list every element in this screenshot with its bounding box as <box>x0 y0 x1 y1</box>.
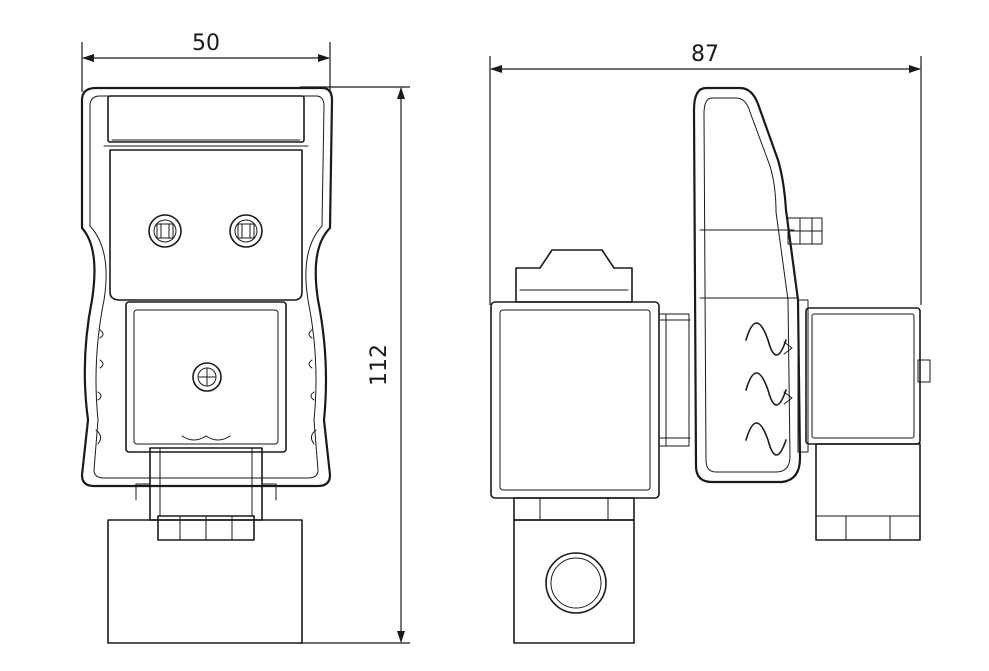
dimension-width-front: 50 <box>81 31 331 92</box>
front-control-panel <box>109 149 303 301</box>
side-right-valve-body <box>815 443 921 541</box>
front-coil-box <box>125 301 287 453</box>
dimension-label-87: 87 <box>691 42 719 67</box>
side-view <box>490 86 931 644</box>
side-valve-body <box>513 519 635 644</box>
front-housing-outline <box>80 86 334 488</box>
side-right-coil <box>805 307 921 445</box>
front-view <box>80 86 334 644</box>
front-connector-screw <box>192 362 222 392</box>
side-timer-housing <box>692 86 802 484</box>
dimension-label-112: 112 <box>367 344 392 386</box>
side-coil-cap <box>515 249 633 303</box>
side-clip-connector <box>787 217 823 245</box>
front-knob-right <box>229 214 263 248</box>
front-valve-neck <box>149 447 263 521</box>
dimension-height: 112 <box>300 86 410 644</box>
dimension-label-50: 50 <box>192 31 220 56</box>
front-display-window <box>107 95 305 143</box>
side-coil-block <box>490 301 660 499</box>
front-valve-body <box>107 519 303 644</box>
dimension-width-side: 87 <box>489 42 922 305</box>
side-port-opening <box>545 552 607 614</box>
front-knob-left <box>148 214 182 248</box>
